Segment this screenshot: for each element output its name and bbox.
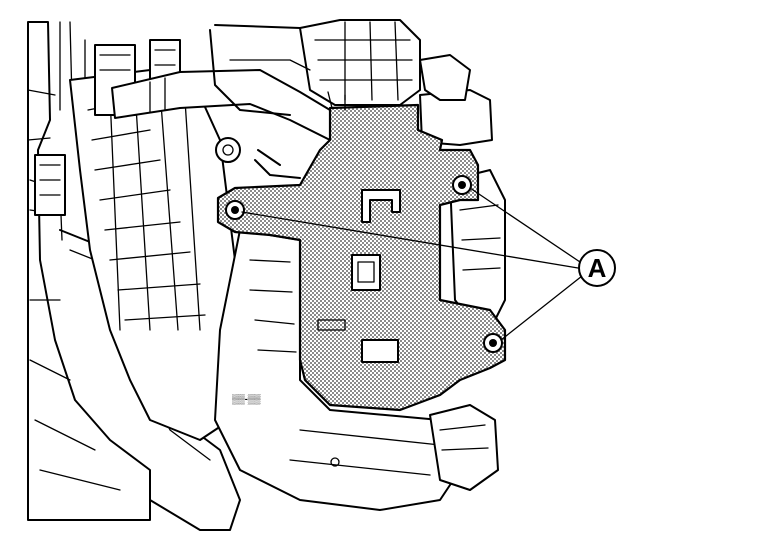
hose <box>111 69 493 146</box>
callout-a: A <box>578 249 616 287</box>
callout-leaders <box>241 187 583 341</box>
clip <box>215 137 301 179</box>
bolt-left <box>225 200 245 220</box>
lower-housing <box>214 169 506 511</box>
callout-label: A <box>588 253 607 283</box>
bolt-upper-right <box>452 175 472 195</box>
bolt-lower-right <box>483 333 503 353</box>
upper-connectors <box>209 19 471 116</box>
mounting-bracket <box>216 91 507 412</box>
part-marking: ▒▒-▒▒ <box>232 394 261 405</box>
